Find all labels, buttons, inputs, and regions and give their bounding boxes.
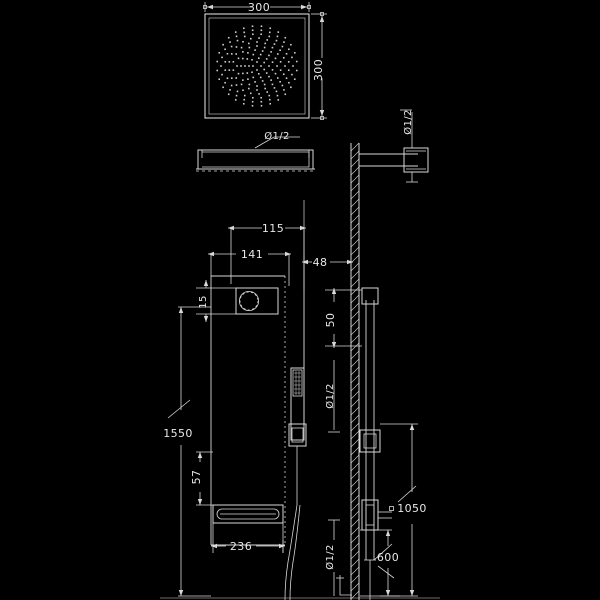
- dim-57: [196, 451, 213, 506]
- handshower: [284, 200, 307, 600]
- label-head-width: 300: [248, 1, 270, 14]
- dim-hose-inlet: [328, 360, 340, 433]
- slide-rail: [359, 287, 392, 600]
- plan-view-head: [204, 13, 310, 119]
- label-head-inlet: Ø1/2: [264, 130, 290, 142]
- wall-outlet-elbow: [336, 575, 352, 596]
- spray-hole-pattern: [216, 25, 298, 107]
- dim-arm-inlet: [400, 109, 413, 138]
- label-115: 115: [262, 222, 284, 235]
- label-15: 15: [198, 295, 209, 309]
- dim-head-depth: [311, 12, 327, 120]
- dim-1550: [167, 306, 211, 597]
- label-48: 48: [313, 256, 328, 269]
- wall-hatch: [350, 142, 360, 600]
- label-141: 141: [241, 248, 263, 261]
- dim-head-inlet: [254, 136, 300, 149]
- label-head-depth: 300: [312, 59, 325, 81]
- dim-141: [208, 251, 291, 286]
- label-1050: 1050: [397, 502, 427, 515]
- label-57: 57: [190, 470, 203, 485]
- dim-600: [360, 529, 400, 597]
- label-236: 236: [230, 540, 252, 553]
- dim-115: [228, 225, 306, 370]
- label-hose-inlet: Ø1/2: [324, 383, 336, 409]
- column-panel: [210, 275, 286, 546]
- dimension-labels: 300 300 Ø1/2 Ø1/2 115 141 48 15 50 Ø1/2 …: [163, 1, 427, 570]
- shower-arm: [359, 138, 429, 183]
- label-arm-inlet: Ø1/2: [402, 109, 414, 135]
- dim-outlet-inlet: [328, 519, 340, 596]
- dim-48: [302, 254, 353, 290]
- dim-15: [196, 280, 236, 322]
- dim-236: [211, 523, 285, 553]
- dim-50: [325, 288, 362, 348]
- label-600: 600: [377, 551, 399, 564]
- dim-head-width: [203, 2, 311, 12]
- label-1550: 1550: [163, 427, 193, 440]
- label-outlet-inlet: Ø1/2: [324, 544, 336, 570]
- head-section-body: [196, 149, 315, 172]
- label-50: 50: [324, 313, 337, 328]
